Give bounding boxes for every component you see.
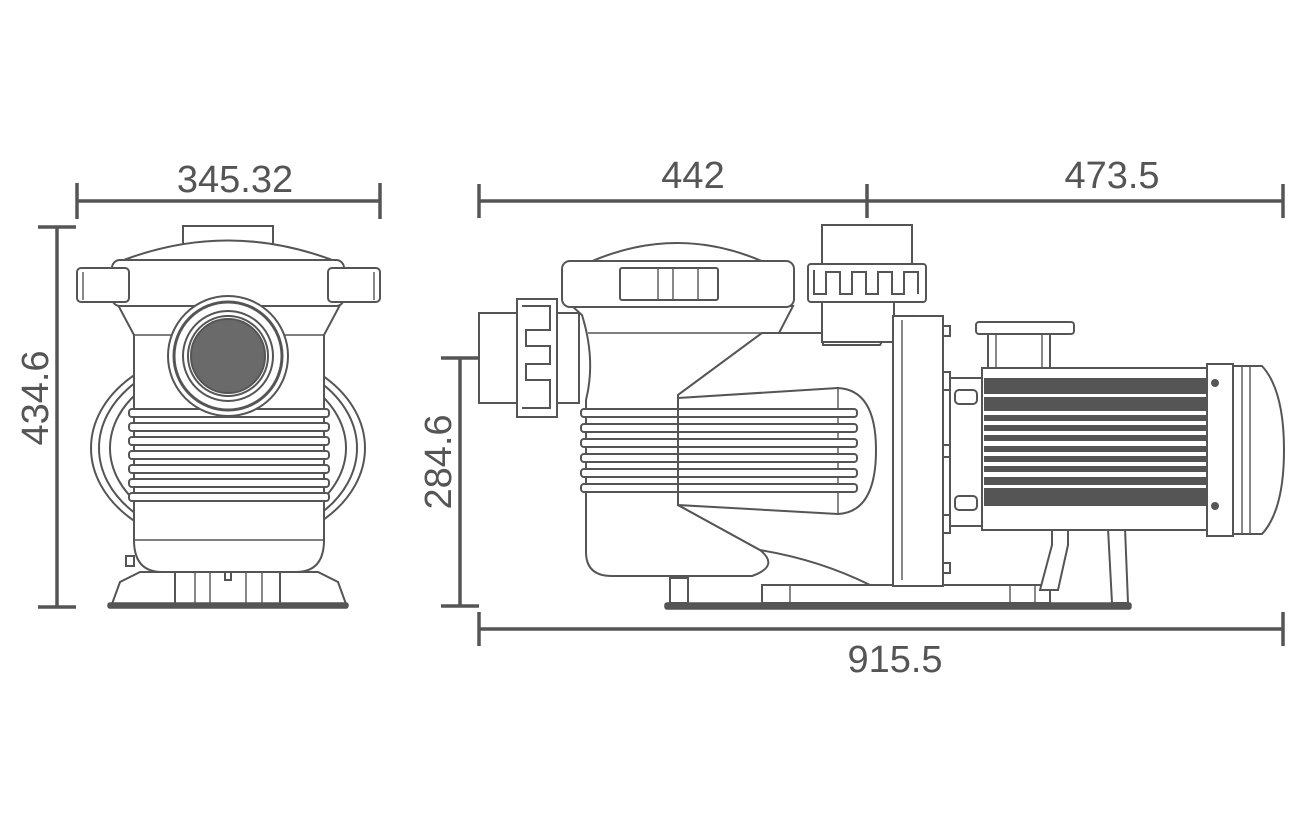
motor-body [975, 321, 1286, 537]
front-width-label: 345.32 [177, 159, 293, 201]
front-inlet-grille [190, 318, 266, 394]
side-left-segment-label: 442 [661, 155, 724, 197]
front-view-drawing [76, 225, 381, 609]
dimension-front-width: 345.32 [75, 159, 382, 219]
front-ribs [128, 408, 330, 502]
dimension-side-height: 284.6 [418, 345, 480, 608]
side-right-segment-label: 473.5 [1064, 155, 1159, 197]
front-height-label: 434.6 [15, 350, 57, 445]
dimension-front-height: 434.6 [15, 225, 76, 609]
dimension-side-total: 915.5 [477, 612, 1285, 681]
dimension-side-top: 442 473.5 [477, 155, 1285, 218]
side-ribs [580, 398, 858, 505]
side-inlet-height-label: 284.6 [418, 414, 460, 509]
side-view-drawing [478, 224, 1286, 610]
side-total-length-label: 915.5 [847, 639, 942, 681]
